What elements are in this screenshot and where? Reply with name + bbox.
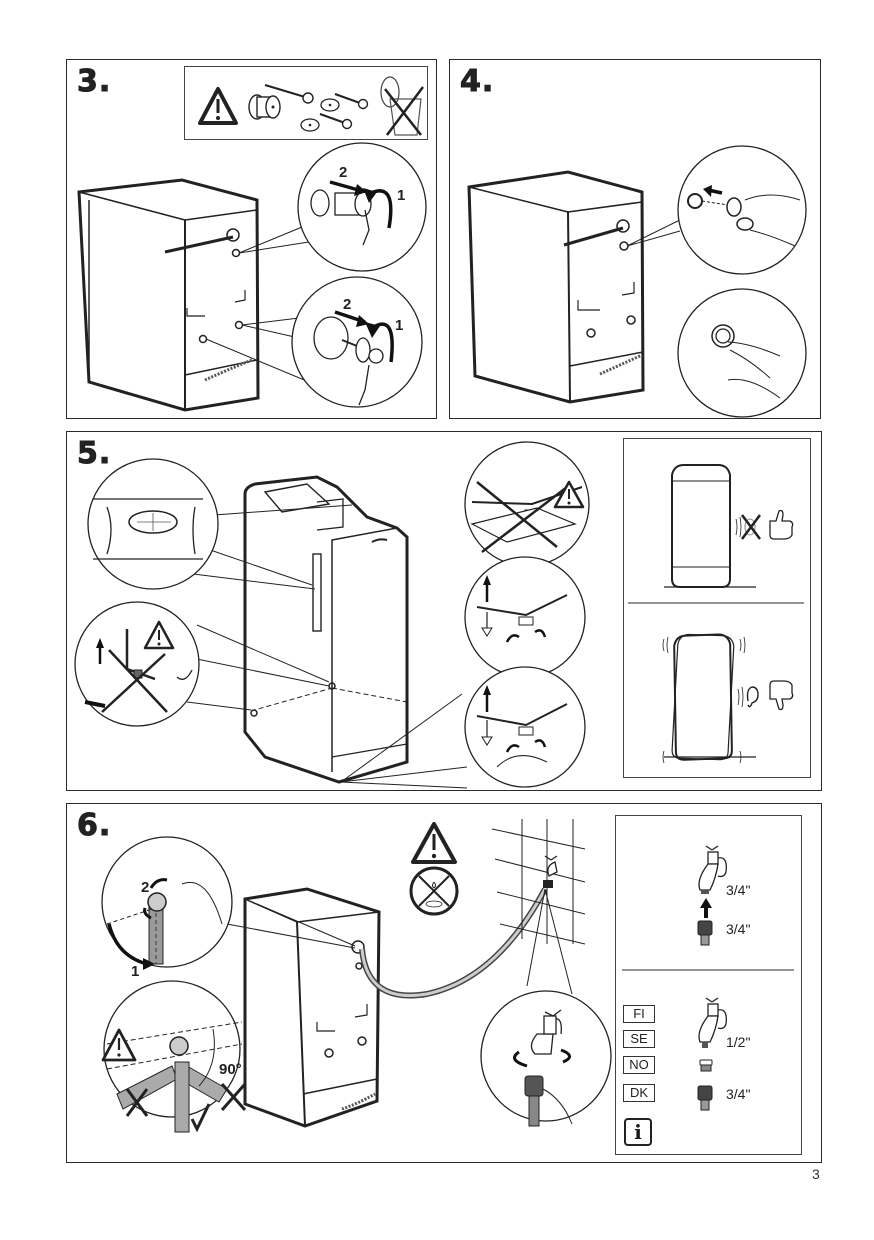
detail-circle-foot-on-wood (464, 441, 590, 567)
parts-box (184, 66, 428, 140)
no-noise-icon (735, 514, 761, 540)
info-icon: i (624, 1118, 652, 1146)
warning-triangle-icon (101, 1028, 137, 1062)
warning-triangle-icon (553, 480, 585, 509)
washing-machine-side (243, 475, 409, 784)
washing-machine-rear (467, 170, 645, 404)
washing-machine-rear (77, 178, 260, 412)
page-number: 3 (812, 1166, 820, 1182)
vibration-comparison-box (623, 438, 811, 778)
detail-circle-insert-cap (677, 145, 807, 275)
detail-circle-tap-connection (480, 990, 612, 1127)
warning-triangle-icon (143, 620, 175, 650)
step-number: 3. (76, 64, 112, 100)
step-number: 6. (76, 808, 112, 844)
noise-ear-icon (737, 686, 759, 708)
detail-circle-hose-angle (101, 980, 247, 1133)
callout-lines (226, 888, 573, 995)
hose-size-label: 3/4" (726, 1086, 751, 1102)
step-5-panel: 5. (66, 431, 822, 791)
step-5-illustration (74, 441, 590, 789)
detail-circle-lock-foot (464, 666, 586, 788)
detail-circle-spirit-level (87, 458, 219, 590)
country-tag-dk: DK (623, 1084, 655, 1102)
step-number: 5. (76, 436, 112, 472)
step-4-panel: 4. (449, 59, 821, 419)
washer-icon (300, 98, 340, 132)
bolt-icon (264, 84, 369, 130)
detail-circle-connect-hose (101, 836, 233, 970)
step-label-2: 2 (141, 879, 149, 896)
step-label-2: 2 (343, 296, 351, 313)
step-number: 4. (459, 64, 495, 100)
plastic-cap-icon (248, 94, 281, 120)
thumbs-up-icon (769, 509, 794, 540)
no-waste-bin-icon (380, 76, 424, 136)
hose-size-label: 3/4" (726, 921, 751, 937)
country-tag-fi: FI (623, 1005, 655, 1023)
detail-circle-press-cap (677, 288, 807, 418)
callout-lines (176, 504, 468, 789)
step-label-2: 2 (339, 164, 347, 181)
step-6-illustration: 2 1 90° (101, 819, 612, 1133)
adapter-icon (699, 1059, 713, 1072)
tap-size-label: 3/4" (726, 882, 751, 898)
step-4-illustration (467, 145, 807, 418)
callout-lines (205, 224, 316, 383)
machine-vibrating (662, 633, 756, 764)
detail-circle-adjust-foot (464, 556, 586, 678)
washing-machine-rear (243, 887, 381, 1128)
tap-1-2-icon (698, 997, 727, 1048)
tap-3-4-icon (698, 845, 727, 894)
country-tag-no: NO (623, 1056, 655, 1074)
step-label-1: 1 (395, 317, 403, 334)
tap-size-label: 1/2" (726, 1034, 751, 1050)
thumbs-down-icon (769, 680, 794, 711)
up-arrow-icon (700, 898, 712, 918)
tap-size-box: 3/4" 3/4" 1/2" 3/4" FI SE NO DK i (615, 815, 802, 1155)
wall-tiles (491, 819, 586, 945)
angle-label: 90° (219, 1061, 242, 1078)
step-6-panel: 6. (66, 803, 822, 1163)
warning-triangle-icon (198, 87, 238, 125)
no-leak-icon (409, 866, 459, 916)
country-tag-se: SE (623, 1030, 655, 1048)
machine-stable (664, 464, 756, 588)
water-tap (543, 855, 558, 888)
step-label-1: 1 (397, 187, 405, 204)
step-3-illustration: 2 1 2 1 (77, 142, 427, 412)
hose-connector-icon (697, 920, 713, 946)
warning-triangle-icon (411, 822, 457, 864)
step-3-panel: 3. (66, 59, 437, 419)
step-label-1: 1 (131, 963, 139, 980)
detail-circle-wrong-foot (74, 601, 200, 727)
detail-circle-cap (297, 142, 427, 272)
hose-connector-icon (697, 1085, 713, 1111)
detail-circle-bolt (291, 276, 423, 408)
